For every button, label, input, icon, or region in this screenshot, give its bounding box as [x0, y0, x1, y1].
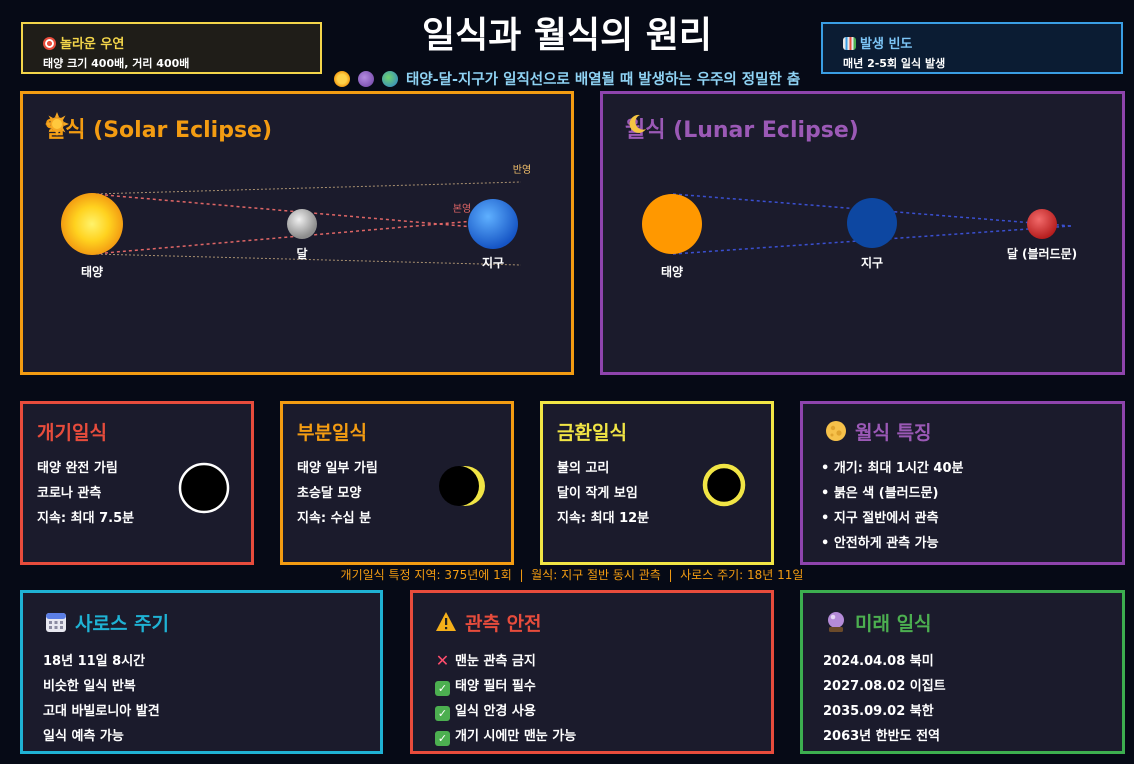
future-eclipse-item: 2035.09.02 북한 [823, 704, 934, 719]
lunar-sun-label: 태양 [661, 264, 683, 279]
page-title: 일식과 월식의 원리 [421, 15, 713, 56]
lunar-eclipse-diagram: 태양 지구 달 (블러드문) [642, 193, 1077, 279]
lunar-feature-line: • 붉은 색 (블러드문) [821, 486, 939, 501]
future-eclipse-item: 2024.04.08 북미 [823, 654, 934, 669]
moon-shape [287, 209, 317, 239]
saros-cycle-card: 사로스 주기 18년 11일 8시간 비슷한 일식 반복 고대 바빌로니아 발견… [20, 590, 383, 754]
observation-safety-card: 관측 안전 ✕ 맨눈 관측 금지 ✓ 태양 필터 필수 ✓ 일식 안경 사용 ✓ 개기 … [410, 590, 774, 754]
future-eclipse-item: 2027.08.02 이집트 [823, 679, 946, 694]
total-eclipse-card: 개기일식 태양 완전 가림 코로나 관측 지속: 최대 7.5분 [20, 401, 254, 565]
total-eclipse-title: 개기일식 [37, 422, 107, 444]
lunar-eclipse-panel: 태양 지구 달 (블러드문) 월식 (Lunar Eclipse) [600, 91, 1125, 375]
annular-eclipse-icon [702, 463, 746, 507]
lunar-feature-line: • 개기: 최대 1시간 40분 [821, 461, 964, 476]
lunar-sun-shape [642, 194, 702, 254]
partial-eclipse-title: 부분일식 [297, 422, 367, 444]
check-mark-icon: ✓ [435, 731, 450, 746]
crescent-moon-icon [629, 114, 646, 133]
lunar-panel-title: 월식 (Lunar Eclipse) [625, 112, 859, 144]
partial-eclipse-line: 초승달 모양 [297, 486, 362, 501]
partial-eclipse-line: 지속: 수십 분 [297, 511, 372, 526]
lunar-feature-line: • 지구 절반에서 관측 [821, 511, 939, 526]
annular-eclipse-card: 금환일식 불의 고리 달이 작게 보임 지속: 최대 12분 [540, 401, 774, 565]
bar-chart-icon [843, 37, 856, 50]
lunar-feature-line: • 안전하게 관측 가능 [821, 536, 939, 551]
sun-icon [45, 112, 69, 136]
safety-line: ✓ 개기 시에만 맨눈 가능 [435, 725, 576, 746]
coincidence-title: 놀라운 우연 [60, 37, 125, 52]
lunar-earth-label: 지구 [861, 255, 883, 270]
safety-title-text: 관측 안전 [465, 613, 542, 635]
annular-eclipse-line: 지속: 최대 12분 [557, 511, 650, 526]
earth-icon [381, 71, 398, 87]
safety-line-text: 개기 시에만 맨눈 가능 [455, 729, 577, 744]
frequency-title: 발생 빈도 [860, 37, 913, 52]
coincidence-detail: 태양 크기 400배, 거리 400배 [43, 57, 190, 70]
saros-line: 일식 예측 가능 [43, 729, 124, 744]
safety-line-prohibited: ✕ 맨눈 관측 금지 [435, 650, 536, 670]
saros-line: 18년 11일 8시간 [43, 654, 146, 669]
safety-line: ✓ 태양 필터 필수 [435, 675, 536, 696]
annular-eclipse-line: 불의 고리 [557, 461, 610, 476]
safety-title: 관측 안전 [435, 609, 542, 636]
cross-mark-icon: ✕ [435, 651, 450, 670]
frequency-detail: 매년 2-5회 일식 발생 [843, 57, 946, 70]
solar-panel-title: 일식 (Solar Eclipse) [45, 112, 272, 144]
lunar-title-text: 월식 (Lunar Eclipse) [625, 118, 859, 143]
solar-eclipse-panel: 태양 달 지구 반영 본영 일식 (Solar Eclipse) [20, 91, 574, 375]
sun-icon [333, 71, 350, 87]
safety-line-text: 태양 필터 필수 [455, 679, 536, 694]
page-subtitle: 태양-달-지구가 일직선으로 배열될 때 발생하는 우주의 정밀한 춤 [0, 68, 1134, 89]
safety-line-text: 맨눈 관측 금지 [455, 654, 536, 669]
coincidence-box: 놀라운 우연 태양 크기 400배, 거리 400배 [21, 22, 322, 74]
saros-title-text: 사로스 주기 [75, 613, 170, 635]
warning-icon [436, 612, 456, 631]
solar-title-text: 일식 (Solar Eclipse) [45, 118, 273, 143]
check-mark-icon: ✓ [435, 681, 450, 696]
lunar-features-card: 월식 특징 • 개기: 최대 1시간 40분 • 붉은 색 (블러드문) • 지… [800, 401, 1125, 565]
future-eclipse-item: 2063년 한반도 전역 [823, 729, 940, 744]
saros-line: 비슷한 일식 반복 [43, 679, 136, 694]
lunar-earth-shape [847, 198, 897, 248]
annular-eclipse-line: 달이 작게 보임 [557, 486, 638, 501]
lunar-features-title-text: 월식 특징 [855, 422, 932, 444]
safety-line-text: 일식 안경 사용 [455, 704, 536, 719]
penumbra-label: 반영 [513, 164, 531, 176]
subtitle-text: 태양-달-지구가 일직선으로 배열될 때 발생하는 우주의 정밀한 춤 [405, 72, 801, 88]
future-title-text: 미래 일식 [855, 613, 932, 635]
safety-line: ✓ 일식 안경 사용 [435, 700, 536, 721]
lunar-features-title: 월식 특징 [825, 418, 932, 445]
partial-eclipse-line: 태양 일부 가림 [297, 461, 378, 476]
moon-icon [357, 71, 374, 87]
solar-earth-label: 지구 [482, 255, 504, 270]
solar-sun-label: 태양 [81, 264, 103, 279]
solar-moon-label: 달 [296, 247, 307, 261]
future-title: 미래 일식 [825, 609, 932, 636]
calendar-icon [46, 613, 66, 632]
check-mark-icon: ✓ [435, 706, 450, 721]
blood-moon-shape [1027, 209, 1057, 239]
earth-shape [468, 199, 518, 249]
total-eclipse-line: 태양 완전 가림 [37, 461, 118, 476]
total-eclipse-line: 코로나 관측 [37, 486, 102, 501]
saros-line: 고대 바빌로니아 발견 [43, 704, 160, 719]
partial-eclipse-card: 부분일식 태양 일부 가림 초승달 모양 지속: 수십 분 [280, 401, 514, 565]
annular-eclipse-title: 금환일식 [557, 422, 627, 444]
future-eclipses-card: 미래 일식 2024.04.08 북미 2027.08.02 이집트 2035.… [800, 590, 1125, 754]
full-moon-icon [826, 421, 846, 441]
saros-title: 사로스 주기 [45, 609, 169, 636]
statistics-line: 개기일식 특정 지역: 375년에 1회 | 월식: 지구 절반 동시 관측 |… [340, 568, 804, 582]
sun-shape [61, 193, 123, 255]
blood-moon-label: 달 (블러드문) [1007, 246, 1077, 261]
frequency-box: 발생 빈도 매년 2-5회 일식 발생 [821, 22, 1123, 74]
partial-eclipse-icon [439, 466, 485, 506]
umbra-label: 본영 [453, 203, 471, 215]
solar-eclipse-diagram: 태양 달 지구 반영 본영 [61, 164, 531, 279]
target-icon [43, 37, 56, 50]
total-eclipse-icon [178, 462, 230, 514]
total-eclipse-line: 지속: 최대 7.5분 [37, 511, 135, 526]
crystal-ball-icon [828, 612, 844, 632]
